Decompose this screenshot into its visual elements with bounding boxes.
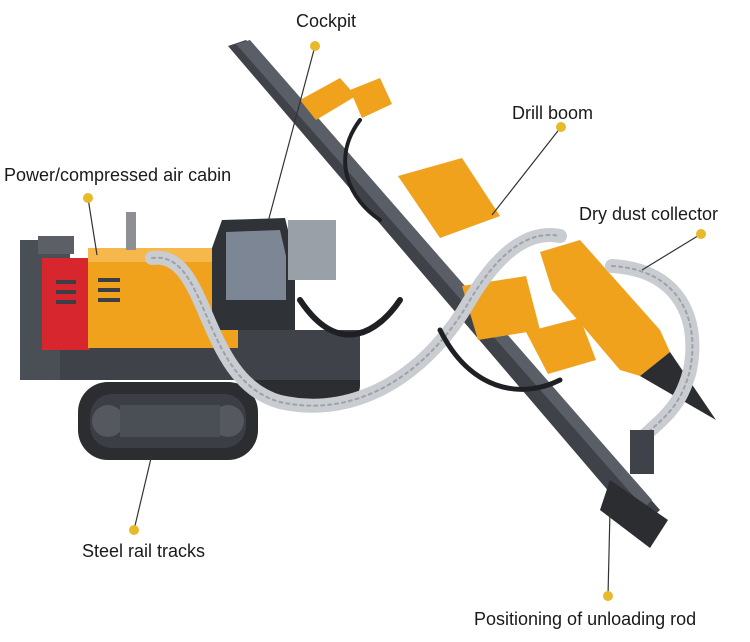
power-cabin-dot xyxy=(83,193,93,203)
drill-boom-leader xyxy=(491,126,562,216)
power-cabin-leader xyxy=(87,197,98,256)
drill-boom-dot xyxy=(556,122,566,132)
drill-mast xyxy=(228,40,668,548)
dust-collector-dot xyxy=(696,229,706,239)
cockpit-dot xyxy=(310,41,320,51)
leader-lines xyxy=(87,45,702,597)
tracks-dot xyxy=(129,525,139,535)
cockpit-cab xyxy=(212,218,336,330)
label-tracks: Steel rail tracks xyxy=(82,541,206,561)
dust-collector-leader xyxy=(641,233,702,271)
unloading-rod-leader xyxy=(607,509,611,597)
cockpit-leader xyxy=(267,45,316,223)
marker-dots xyxy=(83,41,706,601)
label-unloading-rod: Positioning of unloading rod xyxy=(474,609,697,629)
hoses xyxy=(145,118,700,447)
unloading-rod-dot xyxy=(603,591,613,601)
collector-outlet-pipe xyxy=(630,430,654,474)
label-drill-boom: Drill boom xyxy=(512,103,594,123)
tracks-leader xyxy=(133,453,153,531)
label-cockpit: Cockpit xyxy=(296,11,357,31)
label-dust-collector: Dry dust collector xyxy=(579,204,719,224)
label-power-cabin: Power/compressed air cabin xyxy=(4,165,232,185)
